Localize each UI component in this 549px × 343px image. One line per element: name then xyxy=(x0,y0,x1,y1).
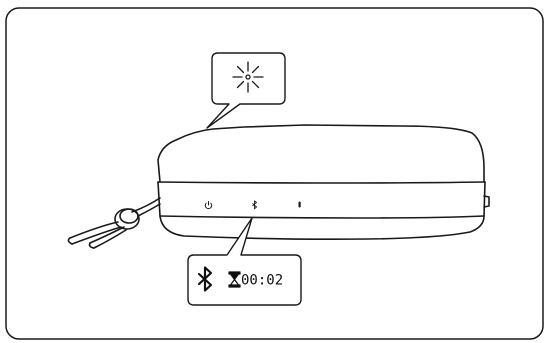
hourglass-icon xyxy=(228,271,241,288)
bluetooth-icon xyxy=(252,200,257,210)
top-callout xyxy=(206,52,286,129)
figure-frame xyxy=(5,7,544,340)
speaker-body xyxy=(157,124,490,240)
light-blinking-icon xyxy=(232,61,264,93)
timer-readout: 00:02 xyxy=(241,273,283,289)
power-icon xyxy=(204,201,213,210)
speaker-bottom-shell xyxy=(159,215,485,240)
bottom-callout xyxy=(187,217,302,306)
lanyard-strap xyxy=(67,197,161,249)
status-led xyxy=(298,201,301,208)
bluetooth-icon xyxy=(197,266,213,292)
speaker-top-cover xyxy=(157,124,485,183)
